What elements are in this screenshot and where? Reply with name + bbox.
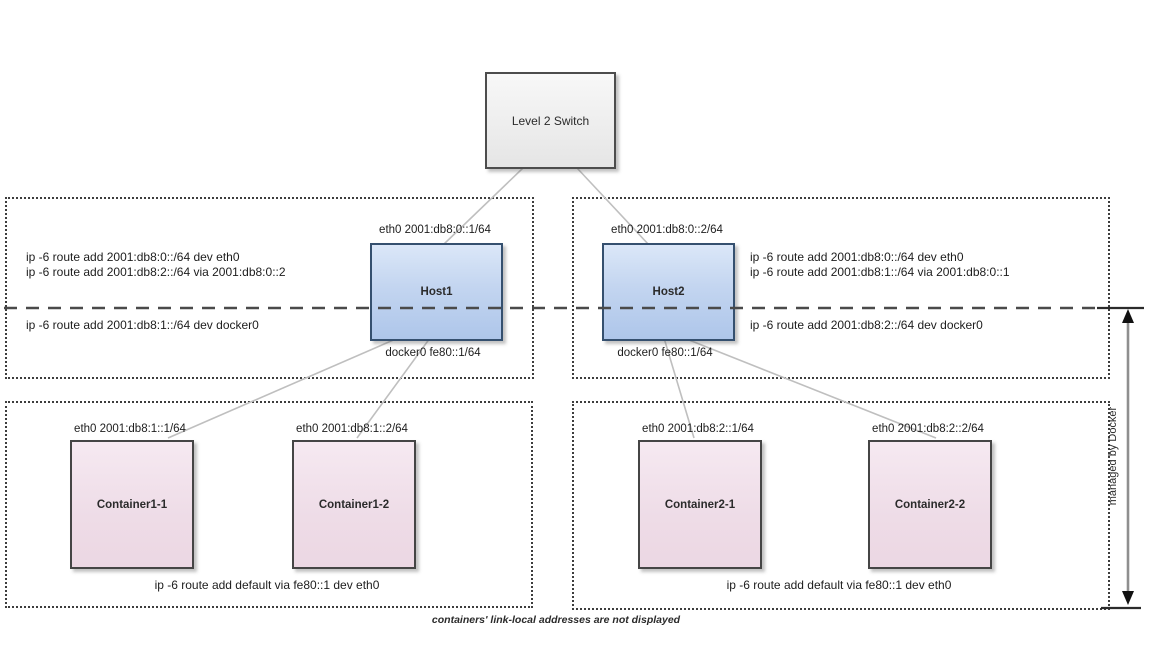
- host2-routes-above-line: ip -6 route add 2001:db8:0::/64 dev eth0…: [750, 250, 1010, 280]
- route-command: ip -6 route add 2001:db8:1::/64 dev dock…: [26, 318, 259, 332]
- container1-1-eth0-label: eth0 2001:db8:1::1/64: [74, 423, 186, 435]
- route-command: ip -6 route add 2001:db8:2::/64 via 2001…: [26, 265, 286, 279]
- container2-2-label: Container2-2: [894, 498, 966, 511]
- route-command: ip -6 route add 2001:db8:0::/64 dev eth0: [26, 250, 240, 264]
- host1-docker0-label: docker0 fe80::1/64: [385, 347, 481, 359]
- switch-label: Level 2 Switch: [511, 113, 590, 128]
- container2-1-label: Container2-1: [664, 498, 736, 511]
- host2-node: Host2: [602, 243, 735, 341]
- container2-1-node: Container2-1: [638, 440, 762, 569]
- container1-2-label: Container1-2: [318, 498, 390, 511]
- containers2-default-route: ip -6 route add default via fe80::1 dev …: [726, 578, 952, 592]
- host2-label: Host2: [652, 286, 685, 298]
- host1-eth0-label: eth0 2001:db8:0::1/64: [379, 224, 491, 236]
- route-command: ip -6 route add 2001:db8:2::/64 dev dock…: [750, 318, 983, 332]
- host1-routes-below-line: ip -6 route add 2001:db8:1::/64 dev dock…: [26, 318, 259, 333]
- host2-docker0-label: docker0 fe80::1/64: [617, 347, 713, 359]
- host1-routes-above-line: ip -6 route add 2001:db8:0::/64 dev eth0…: [26, 250, 286, 280]
- host2-eth0-label: eth0 2001:db8:0::2/64: [611, 224, 723, 236]
- container2-2-node: Container2-2: [868, 440, 992, 569]
- host2-routes-below-line: ip -6 route add 2001:db8:2::/64 dev dock…: [750, 318, 983, 333]
- container1-1-label: Container1-1: [96, 498, 168, 511]
- switch-node: Level 2 Switch: [485, 72, 616, 169]
- container2-1-eth0-label: eth0 2001:db8:2::1/64: [642, 423, 754, 435]
- container1-2-node: Container1-2: [292, 440, 416, 569]
- footnote-text: containers' link-local addresses are not…: [431, 614, 681, 626]
- container1-1-node: Container1-1: [70, 440, 194, 569]
- containers1-default-route: ip -6 route add default via fe80::1 dev …: [154, 578, 380, 592]
- managed-by-docker-label: managed by Docker: [1107, 406, 1119, 506]
- host1-label: Host1: [420, 286, 453, 298]
- container2-2-eth0-label: eth0 2001:db8:2::2/64: [872, 423, 984, 435]
- route-command: ip -6 route add 2001:db8:1::/64 via 2001…: [750, 265, 1010, 279]
- managed-by-arrowhead-up-icon: [1122, 309, 1134, 323]
- managed-by-arrowhead-down-icon: [1122, 591, 1134, 605]
- host1-node: Host1: [370, 243, 503, 341]
- container1-2-eth0-label: eth0 2001:db8:1::2/64: [296, 423, 408, 435]
- route-command: ip -6 route add 2001:db8:0::/64 dev eth0: [750, 250, 964, 264]
